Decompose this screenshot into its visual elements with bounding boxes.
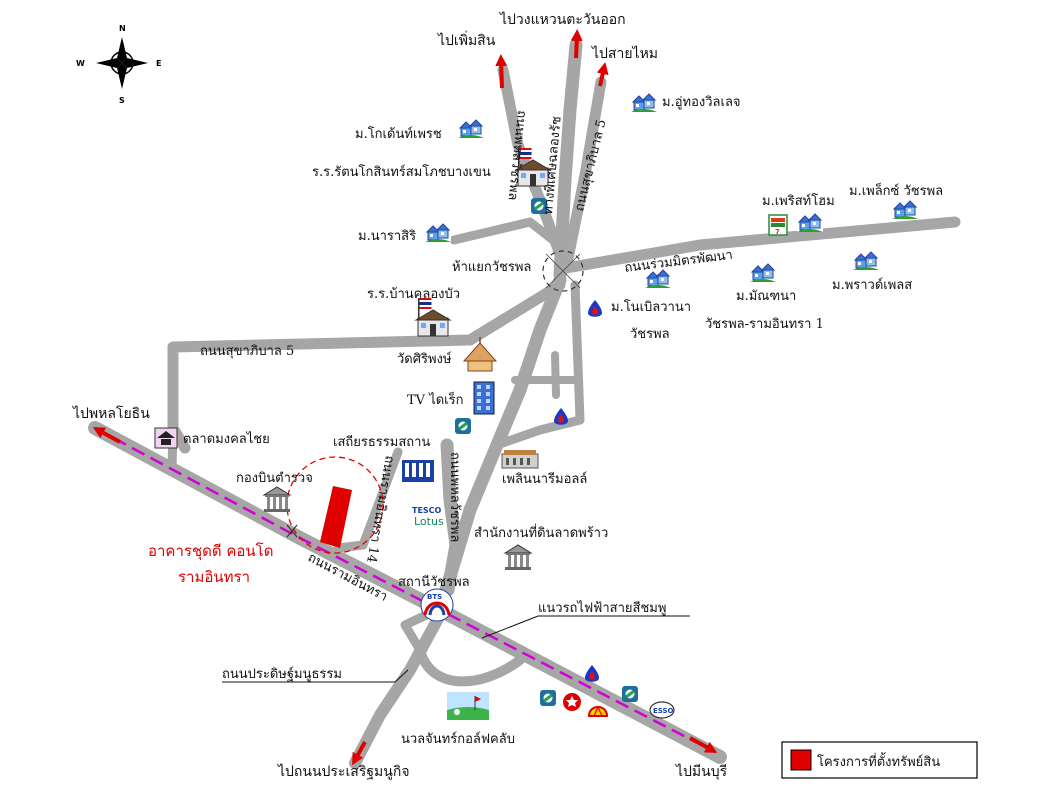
- bts-label: BTS: [427, 593, 442, 601]
- talat-label: ตลาดมงคลไชย: [183, 431, 270, 447]
- fashion-mall-label: เพลินนารีมอลล์: [502, 471, 587, 487]
- noble-label-2: วัชรพล: [630, 327, 670, 342]
- building-icon: [504, 544, 532, 571]
- golden-pet-label: ม.โกเด้นท์เพรช: [355, 126, 442, 142]
- u-thong-label: ม.อู่ทองวิลเลจ: [662, 95, 741, 110]
- to-sai-mai-label: ไปสายไหม: [591, 45, 658, 62]
- overpass-icon: [286, 524, 298, 538]
- compass-east: E: [156, 59, 161, 68]
- narasiri-label: ม.นาราสิริ: [358, 229, 416, 244]
- village-icon: [630, 91, 658, 113]
- private-place-label: ม.พราวด์เพลส: [832, 277, 912, 293]
- land-office-label: สำนักงานที่ดินลาดพร้าว: [474, 524, 608, 541]
- wat-siri-label: วัดศิริพงษ์: [397, 351, 452, 367]
- junction-cross: [545, 253, 581, 289]
- station-label: สถานีวัชรพล: [398, 574, 470, 590]
- to-min-buri-label: ไปมีนบุรี: [675, 763, 728, 780]
- pink-line-label: แนวรถไฟฟ้าสายสีชมพู: [538, 600, 666, 616]
- kong-bin-label: กองบินตำรวจ: [236, 471, 313, 486]
- svg-text:7: 7: [775, 228, 780, 236]
- watcharaphon-junction-label: ห้าแยกวัชรพล: [452, 260, 531, 275]
- map-legend: โครงการที่ตั้งทรัพย์สิน: [781, 741, 978, 779]
- project-site-marker[interactable]: [320, 486, 352, 548]
- direction-labels: ไปเพิ่มสิน ไปวงแหวนตะวันออก ไปสายไหม ไปพ…: [72, 11, 728, 780]
- phahon-watcharaphon-south-label: ถนนพหลวัชรพล: [447, 452, 462, 542]
- market-icon: [154, 427, 178, 449]
- esso-label: ESSO: [653, 707, 674, 715]
- golf-icon: [447, 692, 489, 720]
- caltex-icon: [538, 688, 558, 708]
- shell-icon: [587, 705, 609, 717]
- manthana-label-2: วัชรพล-รามอินทรา 1: [705, 317, 824, 332]
- school-ratana-label: ร.ร.รัตนโกสินทร์สมโภชบางเขน: [312, 164, 491, 180]
- sathian-label: เสถียรธรรมสถาน: [333, 434, 430, 450]
- to-phahon-label: ไปพหลโยธิน: [72, 405, 150, 422]
- building-icon: [263, 486, 291, 513]
- manthana-label: ม.มัณฑนา: [736, 289, 796, 304]
- school-icon: [415, 297, 451, 337]
- caltex-icon: [453, 416, 473, 436]
- golf-club-label: นวลจันทร์กอล์ฟคลับ: [401, 731, 515, 747]
- ptt-icon: [554, 408, 568, 425]
- village-icon: [749, 261, 777, 283]
- ptt-icon: [588, 300, 602, 317]
- to-seri-thai-label: ไปถนนประเสริฐมนูกิจ: [277, 763, 410, 780]
- village-icon: [852, 249, 880, 271]
- village-icon: [457, 117, 485, 139]
- pradit-road-label: ถนนประดิษฐ์มนูธรรม: [222, 666, 342, 682]
- road-labels: ถนนร่วมมิตรพัฒนา ถนนสุขาภิบาล 5 ถนนสุขาภ…: [200, 110, 734, 683]
- compass-north: N: [119, 24, 126, 33]
- sukhapiban5-north-label: ถนนสุขาภิบาล 5: [572, 118, 609, 213]
- junction-marker: [542, 250, 584, 292]
- tv-direct-label: TV ไดเร็ก: [407, 390, 463, 408]
- ptt-icon: [585, 665, 599, 682]
- seven-eleven-icon: 7: [768, 214, 788, 236]
- compass-icon: N S E W: [76, 24, 161, 105]
- caltex-star-icon: [563, 693, 581, 711]
- pleasant-home-label: ม.เพริสท์โฮม: [762, 193, 835, 209]
- lotus-label: Lotus: [414, 515, 444, 528]
- village-icon: [891, 198, 919, 220]
- legend-project-swatch: [790, 749, 812, 771]
- place-labels: ม.โกเด้นท์เพรช ร.ร.รัตนโกสินทร์สมโภชบางเ…: [148, 95, 943, 747]
- legend-label: โครงการที่ตั้งทรัพย์สิน: [817, 752, 940, 770]
- compass-south: S: [119, 96, 125, 105]
- bts-icon: BTS: [420, 588, 454, 622]
- sukhapiban5-west-label: ถนนสุขาภิบาล 5: [200, 344, 294, 359]
- tv-direct-building-icon: [473, 381, 495, 415]
- compass-west: W: [76, 59, 85, 68]
- direction-arrows: [92, 29, 718, 766]
- village-icon: [424, 221, 452, 243]
- to-phoem-sin-label: ไปเพิ่มสิน: [437, 31, 496, 49]
- sathian-building-icon: [402, 460, 434, 482]
- noble-label: ม.โนเบิลวานา: [611, 299, 691, 315]
- place-watcharaphon-label: ม.เพล็กซ์ วัชรพล: [849, 181, 943, 199]
- project-label-2: รามอินทรา: [178, 568, 250, 586]
- mall-icon: [501, 450, 539, 469]
- caltex-icon: [620, 684, 640, 704]
- to-ring-road-label: ไปวงแหวนตะวันออก: [499, 11, 626, 28]
- pink-line-route: [94, 426, 716, 754]
- temple-icon: [462, 337, 498, 372]
- tesco-lotus-icon: TESCO Lotus: [412, 506, 444, 528]
- village-icon: [796, 211, 824, 233]
- esso-icon: ESSO: [649, 701, 675, 719]
- tesco-label: TESCO: [412, 506, 442, 515]
- project-label-1: อาคารชุดดี คอนโด: [148, 542, 273, 561]
- school-khlong-bua-label: ร.ร.บ้านคลองบัว: [367, 287, 460, 302]
